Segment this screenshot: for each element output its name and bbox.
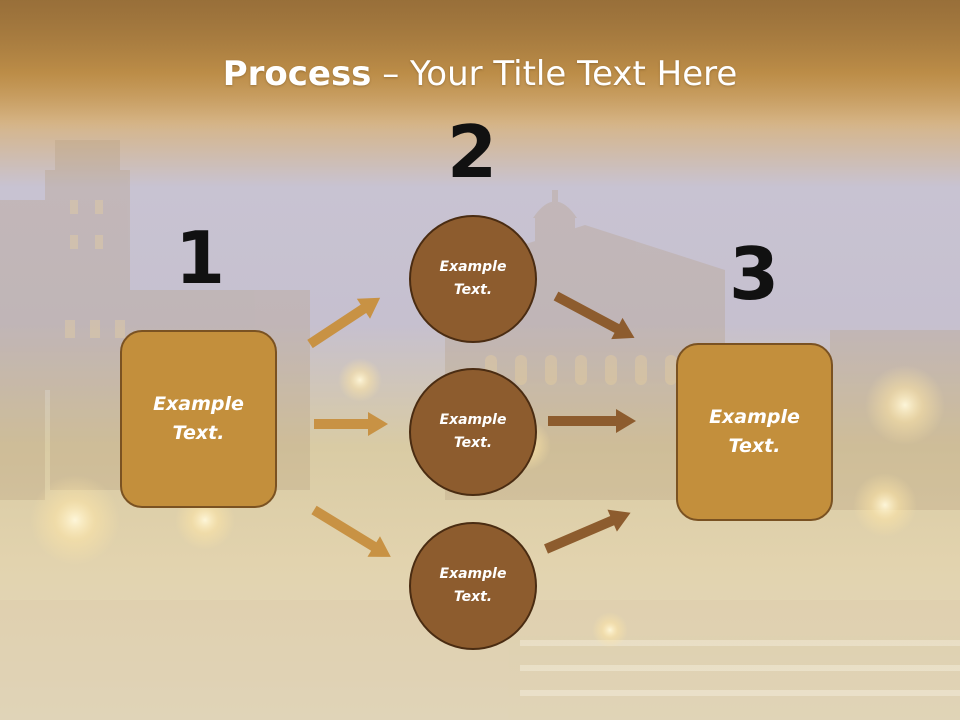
circle-bottom-label: Example Text.: [439, 566, 507, 605]
circle-top-label: Example Text.: [439, 259, 507, 298]
circle-bottom[interactable]: Example Text.: [409, 522, 537, 650]
arrow-right-down: [553, 291, 635, 340]
step-3-label: Example Text.: [709, 406, 800, 457]
circle-middle-label: Example Text.: [439, 412, 507, 451]
arrow-left-up: [307, 297, 381, 349]
arrow-right-up: [544, 509, 631, 554]
title-rest: – Your Title Text Here: [371, 54, 738, 94]
arrow-right-middle: [548, 409, 636, 433]
slide-title: Process – Your Title Text Here: [0, 54, 960, 94]
title-bold: Process: [222, 54, 372, 94]
arrow-left-down: [311, 505, 391, 557]
circle-middle[interactable]: Example Text.: [409, 368, 537, 496]
step-1-label: Example Text.: [153, 393, 244, 444]
step-number-2: 2: [446, 110, 498, 194]
step-1-box[interactable]: Example Text.: [120, 330, 277, 508]
circle-top[interactable]: Example Text.: [409, 215, 537, 343]
step-number-1: 1: [174, 216, 226, 300]
step-3-box[interactable]: Example Text.: [676, 343, 833, 521]
arrow-left-middle: [314, 412, 388, 436]
step-number-3: 3: [728, 232, 780, 316]
